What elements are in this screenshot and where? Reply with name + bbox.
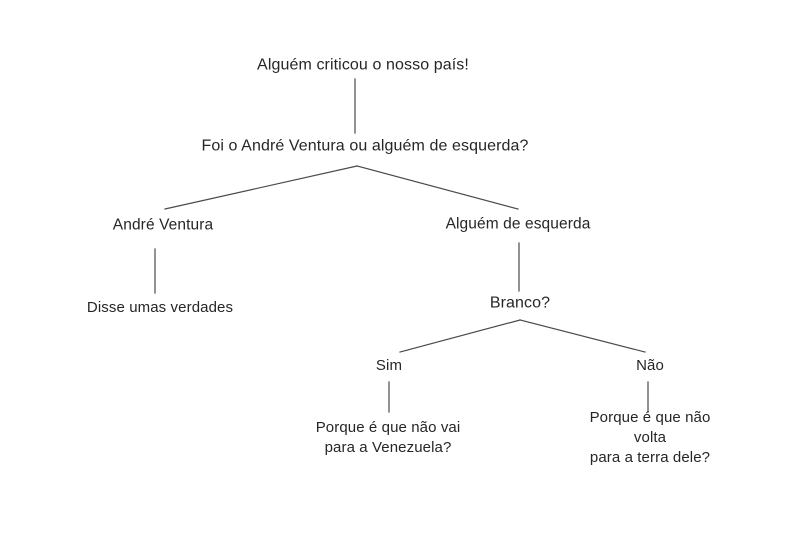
edge-question-esquerda xyxy=(356,165,519,210)
node-sim: Sim xyxy=(375,357,403,375)
node-branco: Branco? xyxy=(489,294,551,312)
node-terra-dele: Porque é que não volta para a terra dele… xyxy=(589,409,711,466)
node-venezuela: Porque é que não vai para a Venezuela? xyxy=(315,419,461,456)
edge-question-andre xyxy=(164,165,358,210)
node-andre-ventura: André Ventura xyxy=(112,216,214,234)
node-root: Alguém criticou o nosso país! xyxy=(257,56,469,74)
node-disse-umas-verdades: Disse umas verdades xyxy=(86,299,234,317)
node-alguem-de-esquerda: Alguém de esquerda xyxy=(445,215,591,233)
node-question-origem: Foi o André Ventura ou alguém de esquerd… xyxy=(201,137,529,155)
node-nao: Não xyxy=(636,357,664,375)
edge-branco-sim xyxy=(399,319,521,353)
edge-branco-nao xyxy=(519,319,646,353)
